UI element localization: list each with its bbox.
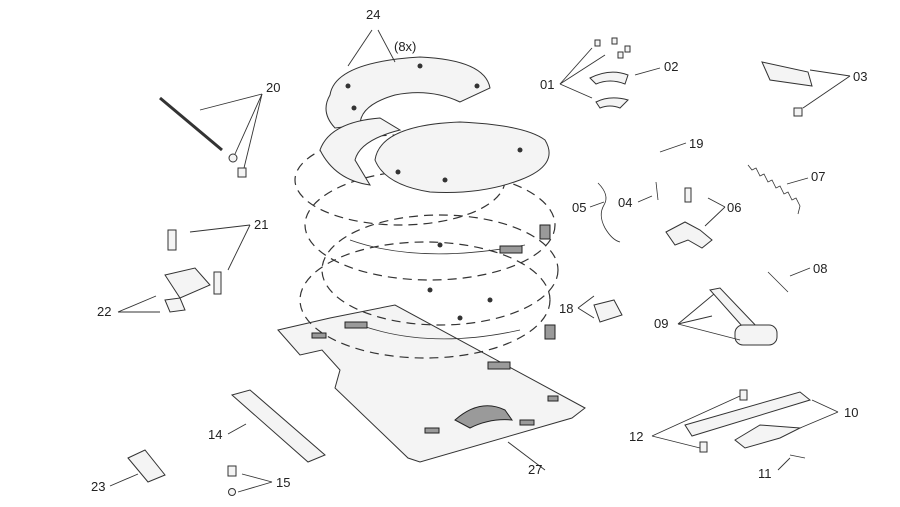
bolt-20: [159, 96, 247, 178]
callout-07: 07: [811, 169, 825, 184]
handle-03: [761, 61, 813, 117]
callout-14: 14: [208, 427, 222, 442]
callout-03: 03: [853, 69, 867, 84]
clip-02-and-screws-01: [589, 37, 631, 109]
callout-05: 05: [572, 200, 586, 215]
callout-18: 18: [559, 301, 573, 316]
callout-01: 01: [540, 77, 554, 92]
callout-12: 12: [629, 429, 643, 444]
callout-22: 22: [97, 304, 111, 319]
base-plate-27: [277, 304, 586, 463]
callout-20: 20: [266, 80, 280, 95]
latch-18: [593, 299, 623, 323]
lever-10-and-pin-12: [684, 389, 812, 459]
quantity-note: (8x): [394, 39, 416, 54]
spring-07: [747, 164, 801, 215]
release-handle-09: [709, 287, 778, 346]
callout-04: 04: [618, 195, 632, 210]
bracket-23: [127, 449, 166, 483]
spring-04-and-cable-05: [597, 181, 659, 243]
callout-10: 10: [844, 405, 858, 420]
callout-24: 24: [366, 7, 380, 22]
leader-lines: [109, 29, 851, 493]
lever-06: [665, 187, 713, 249]
callout-06: 06: [727, 200, 741, 215]
rail-14: [230, 389, 326, 463]
part-15: [227, 465, 237, 496]
callout-19: 19: [689, 136, 703, 151]
callout-23: 23: [91, 479, 105, 494]
callout-08: 08: [813, 261, 827, 276]
callout-21: 21: [254, 217, 268, 232]
callout-27: 27: [528, 462, 542, 477]
callout-09: 09: [654, 316, 668, 331]
cover-22: [164, 229, 222, 313]
spring-08: [767, 271, 789, 293]
top-ring-plates-24: [319, 56, 550, 193]
callout-02: 02: [664, 59, 678, 74]
callout-11: 11: [758, 466, 772, 481]
callout-15: 15: [276, 475, 290, 490]
